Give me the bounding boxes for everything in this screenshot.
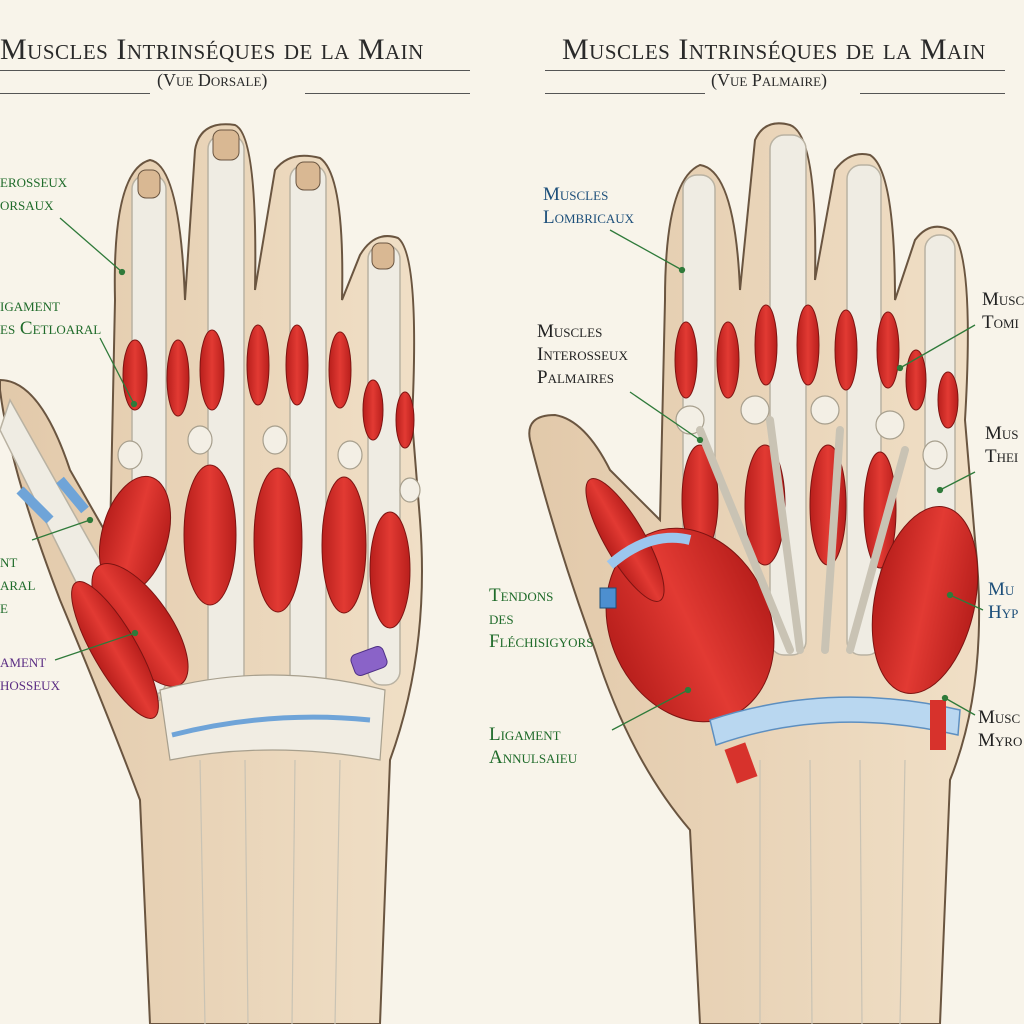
label-interosseux-palmaires: Muscles Interosseux Palmaires xyxy=(537,321,628,388)
label-ligament-cetloaral: igament es Cetloaral xyxy=(0,295,102,339)
palmar-hand xyxy=(528,122,984,1024)
dorsal-title-rule xyxy=(0,70,470,71)
palmar-subtitle-rule-right xyxy=(860,93,1005,94)
palmar-subtitle-rule xyxy=(545,93,705,94)
label-muscles-hypothenar: Mu Hyp xyxy=(988,579,1019,623)
label-muscles-lombricaux: Muscles Lombricaux xyxy=(543,184,635,228)
label-tendons-flechisseurs: Tendons des Fléchisigyors xyxy=(489,585,594,652)
annular-ligament-band xyxy=(709,696,961,746)
palmar-title-rule xyxy=(545,70,1005,71)
label-ligament-hosseux: ament hosseux xyxy=(0,651,60,695)
label-ligament-annulaire: Ligament Annulsaieu xyxy=(489,724,578,768)
dorsal-subtitle: (Vue Dorsale) xyxy=(157,70,268,90)
label-muscles-tom: Musc Tomi xyxy=(982,289,1024,333)
palmar-subtitle: (Vue Palmaire) xyxy=(711,70,828,90)
dorsal-subtitle-rule-right xyxy=(305,93,470,94)
dorsal-hand xyxy=(0,123,423,1024)
palmar-title: Muscles Intrinséques de la Main xyxy=(562,33,986,66)
label-interosseux-dorsaux: erosseux orsaux xyxy=(0,171,68,215)
dorsal-subtitle-rule xyxy=(0,93,150,94)
label-ligament-aral: nt aral e xyxy=(0,551,36,618)
dorsal-title: Muscles Intrinséques de la Main xyxy=(0,33,424,66)
label-muscles-myro: Musc Myro xyxy=(978,707,1023,751)
label-muscles-thenar: Mus Thei xyxy=(985,423,1019,467)
